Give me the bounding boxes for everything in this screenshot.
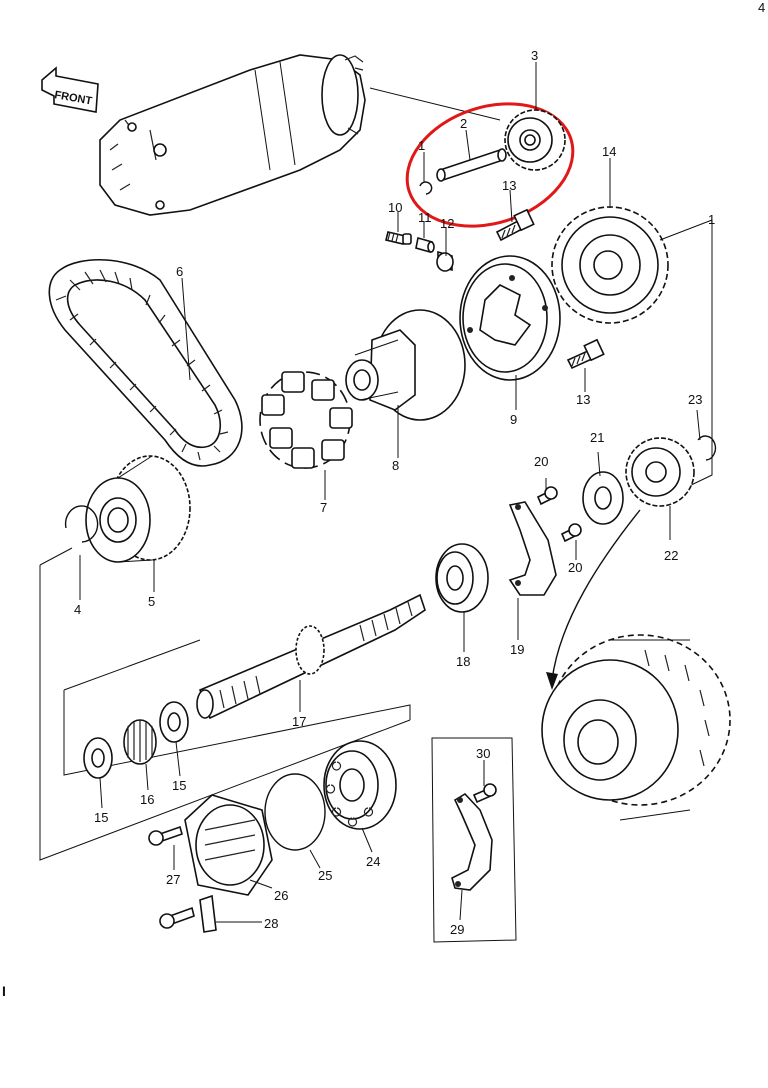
washer-part-right [159, 701, 189, 743]
callout-8: 8 [392, 458, 399, 473]
damper-part [259, 371, 353, 469]
clip-part [419, 181, 433, 195]
snap-ring-part [697, 435, 717, 461]
callout-9: 9 [510, 412, 517, 427]
callout-28: 28 [264, 916, 278, 931]
washer-part [582, 471, 624, 525]
callout-1: 1 [418, 138, 425, 153]
corner-mark-top-right: 4 [758, 0, 765, 15]
spring-bolt-part [385, 231, 412, 245]
needle-bearing-part [123, 719, 157, 765]
starter-clutch-gear-part [551, 206, 669, 324]
bolt-part-27-upper [148, 825, 183, 846]
pin-part [415, 236, 435, 254]
screw-part-upper [536, 486, 558, 506]
assembly-arrow [551, 509, 641, 681]
idle-shaft-part [436, 148, 507, 182]
arrow-head-icon [546, 672, 558, 690]
bolt-part-upper [495, 208, 535, 242]
clutch-hub-part [345, 309, 466, 421]
bolt-part-lower [566, 338, 605, 370]
callout-3: 3 [531, 48, 538, 63]
bearing-cover-part [184, 794, 273, 896]
callout-17: 17 [292, 714, 306, 729]
callout-2: 2 [460, 116, 467, 131]
plate-part [508, 501, 557, 596]
callout-19: 19 [510, 642, 524, 657]
bushing-part [436, 250, 454, 272]
circlip-part [64, 505, 99, 543]
callout-4: 4 [74, 602, 81, 617]
callout-12: 12 [440, 216, 454, 231]
callout-18: 18 [456, 654, 470, 669]
callout-11: 11 [418, 210, 432, 225]
lock-plate-part [199, 894, 217, 933]
bearing-part-lower [323, 740, 397, 830]
callout-24: 24 [366, 854, 380, 869]
bracket-line-group [431, 737, 517, 943]
corner-mark-left-edge: I [2, 983, 6, 999]
screw-part-30 [472, 783, 497, 804]
starter-clutch-part [459, 255, 561, 381]
callout-20-upper: 20 [534, 454, 548, 469]
callout-6: 6 [176, 264, 183, 279]
callout-30: 30 [476, 746, 490, 761]
callout-27: 27 [166, 872, 180, 887]
callout-13-lower: 13 [576, 392, 590, 407]
output-shaft-part [196, 593, 426, 720]
callout-23: 23 [688, 392, 702, 407]
callout-13-upper: 13 [502, 178, 516, 193]
callout-16: 16 [140, 792, 154, 807]
bracket-line-left [39, 547, 411, 861]
starter-motor-part [99, 54, 501, 216]
idle-gear-part [504, 109, 566, 171]
bracket-line-middle [63, 639, 411, 776]
callout-1-right: 1 [708, 212, 715, 227]
callout-numbers: 1 2 3 4 5 6 7 8 9 10 11 12 13 13 14 15 1… [74, 48, 715, 937]
callout-25: 25 [318, 868, 332, 883]
o-ring-part [264, 773, 326, 851]
callout-20-lower: 20 [568, 560, 582, 575]
callout-14: 14 [602, 144, 616, 159]
callout-26: 26 [274, 888, 288, 903]
callout-5: 5 [148, 594, 155, 609]
output-sprocket-part [625, 437, 695, 507]
bearing-part-upper [435, 543, 489, 613]
primary-sprocket-part [85, 455, 191, 563]
callout-22: 22 [664, 548, 678, 563]
bolt-part-27-lower [159, 906, 195, 929]
callout-15-left: 15 [94, 810, 108, 825]
screw-part-lower [560, 523, 582, 543]
callout-21: 21 [590, 430, 604, 445]
highlight-circle [405, 102, 575, 228]
callout-15-right: 15 [172, 778, 186, 793]
callout-10: 10 [388, 200, 402, 215]
leader-lines [79, 62, 701, 923]
clutch-housing-part [541, 634, 731, 821]
washer-part-left [83, 737, 113, 779]
plate-part-29 [451, 792, 493, 891]
callout-29: 29 [450, 922, 464, 937]
drive-chain-part [48, 258, 243, 467]
callout-7: 7 [320, 500, 327, 515]
front-arrow-icon: FRONT [41, 66, 99, 113]
